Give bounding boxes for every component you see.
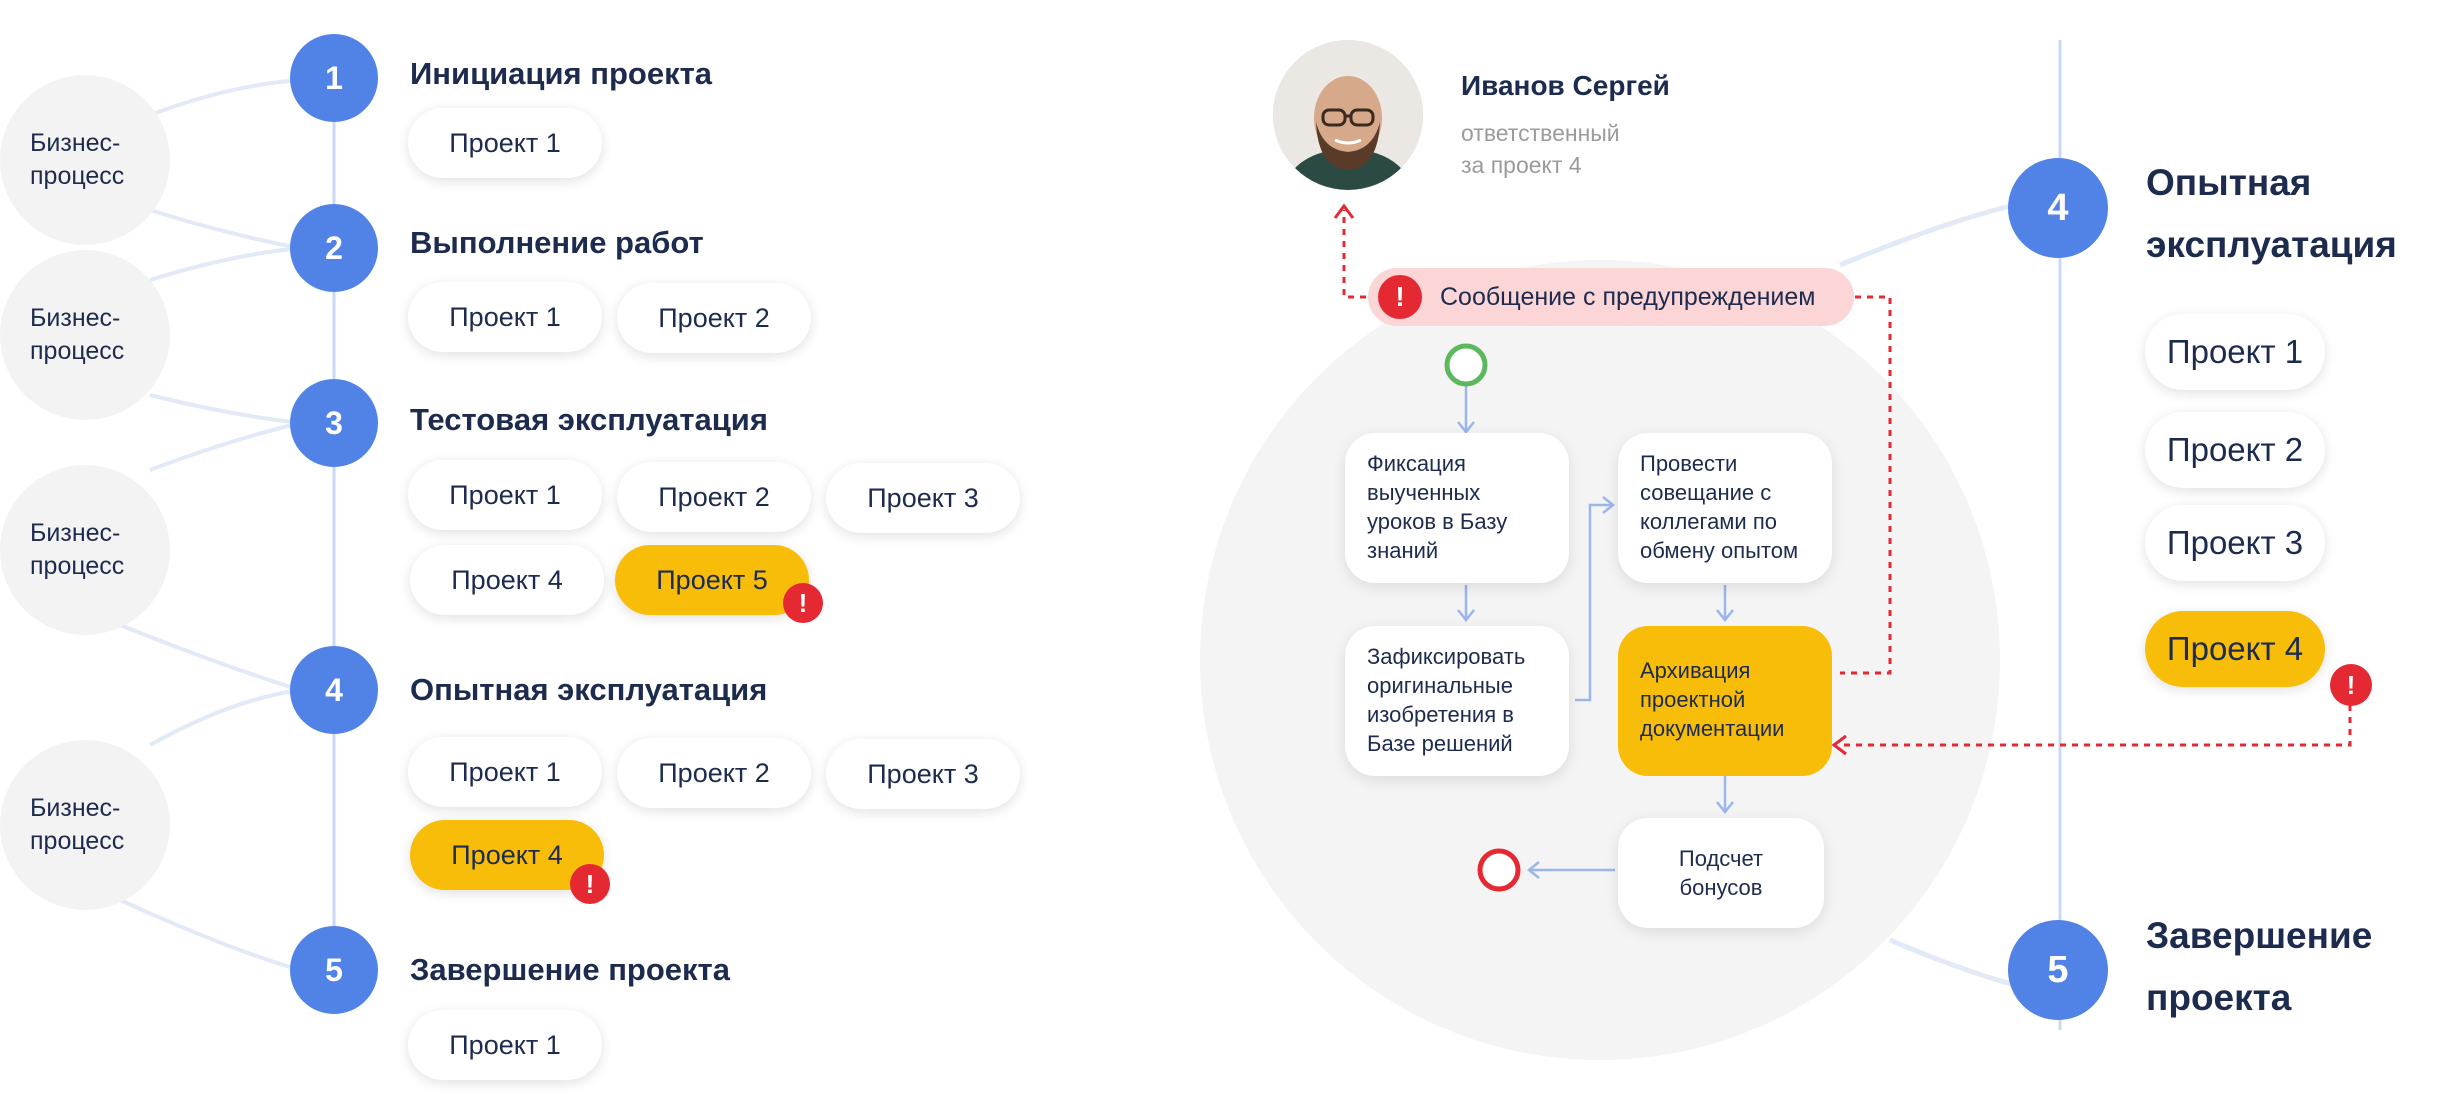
person-role-line2: за проект 4: [1461, 152, 1582, 178]
stage-title-5-line1: Завершение: [2146, 915, 2373, 956]
business-process-circle: Бизнес- процесс: [0, 740, 170, 910]
stage-node-5-right: 5: [2008, 920, 2108, 1020]
business-process-label: Бизнес- процесс: [30, 304, 125, 365]
project-pill[interactable]: Проект 2: [2145, 412, 2325, 488]
project-pill[interactable]: Проект 2: [617, 462, 811, 532]
business-process-label: Бизнес- процесс: [30, 519, 125, 580]
stage-node-1: 1: [290, 34, 378, 122]
project-pill[interactable]: Проект 2: [617, 283, 811, 353]
business-process-circle: Бизнес- процесс: [0, 465, 170, 635]
project-pill[interactable]: Проект 1: [408, 108, 602, 178]
avatar: [1273, 40, 1423, 190]
alert-icon: !: [783, 583, 823, 623]
stage-node-2: 2: [290, 204, 378, 292]
project-pill[interactable]: Проект 3: [2145, 505, 2325, 581]
business-process-label: Бизнес- процесс: [30, 129, 125, 190]
stage-title-5-line2: проекта: [2146, 977, 2292, 1018]
business-process-circle: Бизнес- процесс: [0, 75, 170, 245]
process-step-bonuses: Подсчет бонусов: [1618, 818, 1824, 928]
stage-node-5: 5: [290, 926, 378, 1014]
project-pill[interactable]: Проект 1: [408, 460, 602, 530]
business-process-circle: Бизнес- процесс: [0, 250, 170, 420]
stage-title-4-line2: эксплуатация: [2146, 224, 2397, 265]
stage-title-5: Завершение проекта: [410, 952, 730, 987]
person-role-line1: ответственный: [1461, 120, 1620, 146]
stage-title-1: Инициация проекта: [410, 56, 713, 91]
project-pill[interactable]: Проект 1: [2145, 314, 2325, 390]
stage-title-4-right: Опытная эксплуатация: [2146, 152, 2397, 276]
warning-icon: !: [1378, 275, 1422, 319]
business-process-label: Бизнес- процесс: [30, 794, 125, 855]
project-pill[interactable]: Проект 1: [408, 737, 602, 807]
project-pill[interactable]: Проект 1: [408, 282, 602, 352]
project-pill[interactable]: Проект 3: [826, 463, 1020, 533]
stage-title-4: Опытная эксплуатация: [410, 672, 768, 707]
project-pill[interactable]: Проект 1: [408, 1010, 602, 1080]
stage-node-4-right: 4: [2008, 158, 2108, 258]
stage-title-4-line1: Опытная: [2146, 162, 2312, 203]
project-pill[interactable]: Проект 2: [617, 738, 811, 808]
alert-icon: !: [570, 864, 610, 904]
project-pill[interactable]: Проект 3: [826, 739, 1020, 809]
stage-title-2: Выполнение работ: [410, 225, 704, 260]
project-pill-warning[interactable]: Проект 4: [2145, 611, 2325, 687]
process-step-archive: Архивация проектной документации: [1618, 626, 1832, 776]
stage-title-3: Тестовая эксплуатация: [410, 402, 768, 437]
person-name: Иванов Сергей: [1461, 70, 1670, 101]
process-step-lessons: Фиксация выученных уроков в Базу знаний: [1345, 433, 1569, 583]
project-pill-warning[interactable]: Проект 5: [615, 545, 809, 615]
stage-node-3: 3: [290, 379, 378, 467]
warning-message-text: Сообщение с предупреждением: [1440, 282, 1816, 311]
project-pill[interactable]: Проект 4: [410, 545, 604, 615]
stage-node-4: 4: [290, 646, 378, 734]
process-step-meeting: Провести совещание с коллегами по обмену…: [1618, 433, 1832, 583]
alert-icon: !: [2330, 664, 2372, 706]
process-step-inventions: Зафиксировать оригинальные изобретения в…: [1345, 626, 1569, 776]
stage-title-5-right: Завершение проекта: [2146, 905, 2372, 1029]
warning-message[interactable]: ! Сообщение с предупреждением: [1368, 268, 1854, 326]
